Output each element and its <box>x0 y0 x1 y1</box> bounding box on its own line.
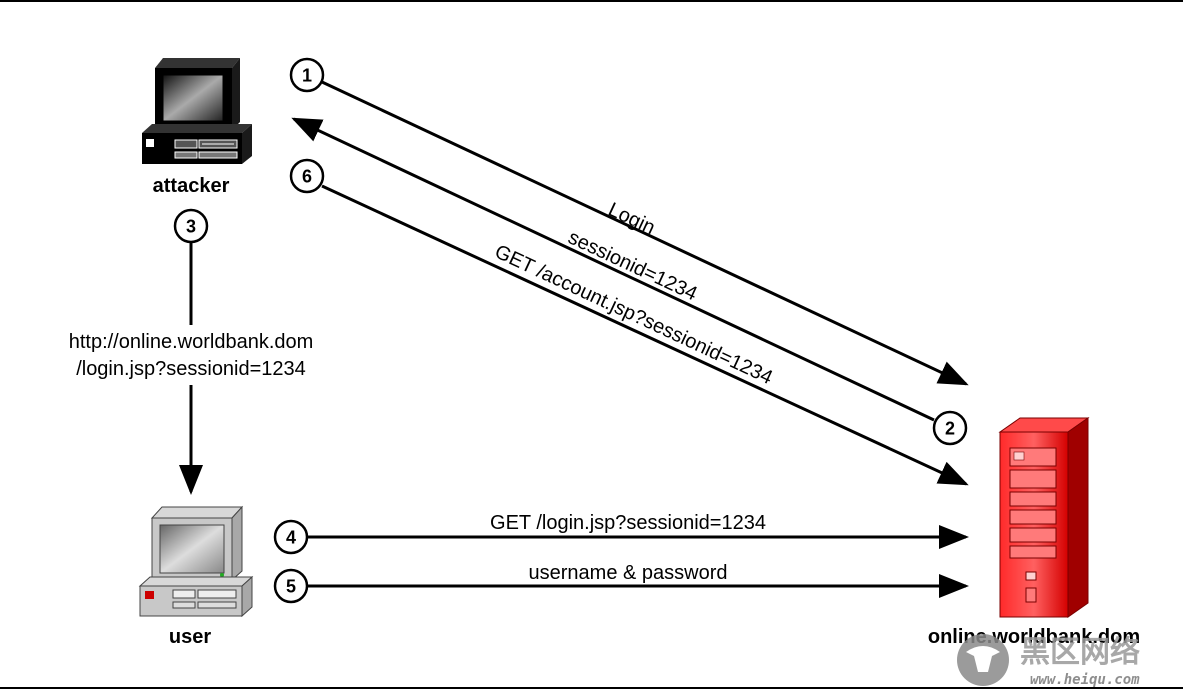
step-4-number: 4 <box>286 528 296 548</box>
step-5-label: username & password <box>529 562 728 584</box>
watermark: 黑区网络 www.heiqu.com <box>957 634 1140 688</box>
user-label: user <box>169 626 211 648</box>
step-2-number: 2 <box>945 419 955 439</box>
step-1-label: Login <box>605 199 659 240</box>
arrow-step-1 <box>321 80 969 386</box>
attacker-label: attacker <box>153 175 230 197</box>
attacker-computer-icon <box>142 58 252 164</box>
step-3-label-line1: http://online.worldbank.dom <box>69 331 314 353</box>
arrow-step-6 <box>321 184 969 486</box>
server-icon <box>998 417 1090 618</box>
step-1-badge: 1 <box>289 57 325 93</box>
step-3-number: 3 <box>186 217 196 237</box>
watermark-logo-icon <box>957 634 1009 686</box>
user-computer-icon <box>138 505 254 618</box>
step-4-label: GET /login.jsp?sessionid=1234 <box>490 512 766 534</box>
step-6-number: 6 <box>302 167 312 187</box>
step-3-badge: 3 <box>173 208 209 244</box>
step-4-badge: 4 <box>273 519 309 555</box>
watermark-text: 黑区网络 <box>1020 635 1140 670</box>
step-6-badge: 6 <box>289 158 325 194</box>
step-5-number: 5 <box>286 577 296 597</box>
watermark-url: www.heiqu.com <box>1030 672 1140 688</box>
step-2-badge: 2 <box>932 410 968 446</box>
step-3-label-line2: /login.jsp?sessionid=1234 <box>76 358 306 380</box>
step-5-badge: 5 <box>273 568 309 604</box>
step-1-number: 1 <box>302 66 312 86</box>
arrow-step-2 <box>291 117 935 422</box>
